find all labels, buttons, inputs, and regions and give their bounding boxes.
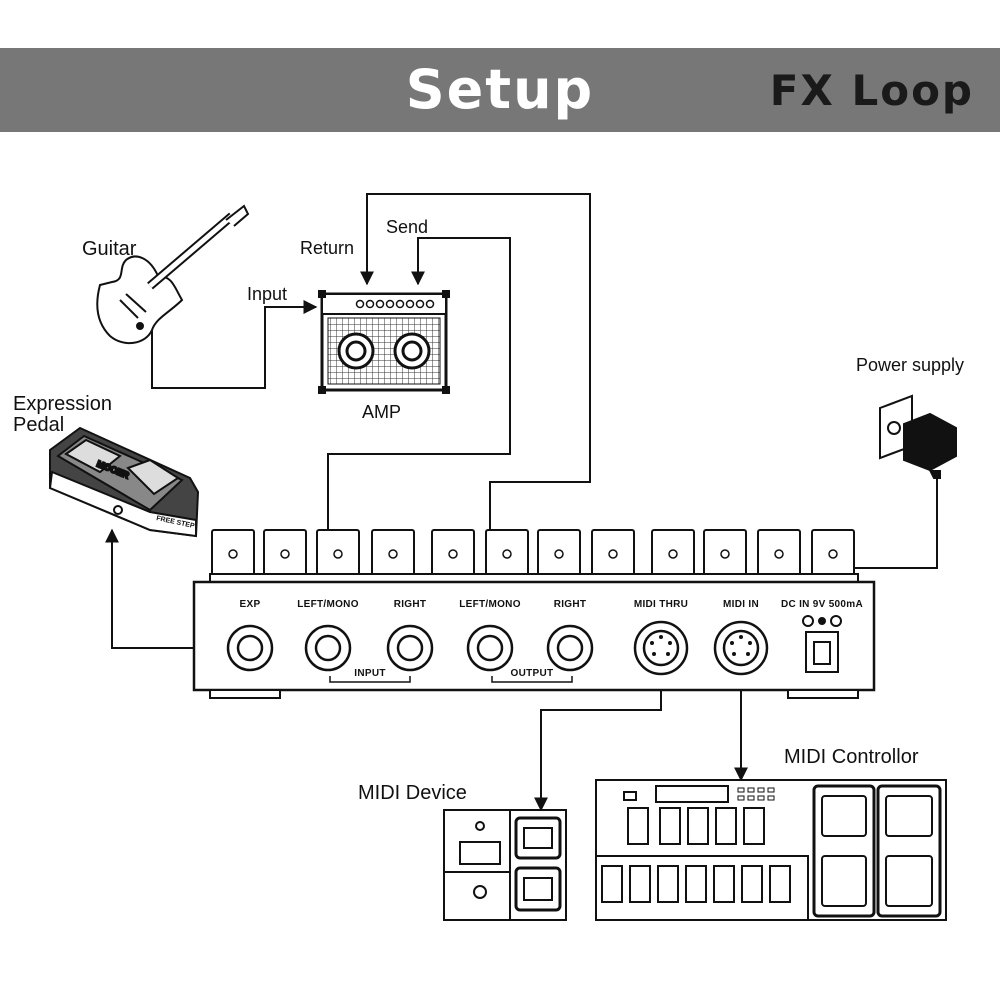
cables bbox=[105, 193, 938, 812]
return-connection-label: Return bbox=[300, 238, 354, 258]
amp-icon bbox=[318, 290, 450, 394]
midi-controller-label: MIDI Controllor bbox=[784, 746, 919, 768]
send-connection-label: Send bbox=[386, 217, 428, 237]
panel-input-left-label: LEFT/MONO bbox=[297, 599, 359, 610]
header-band: Setup FX Loop bbox=[0, 48, 1000, 132]
power-adapter-icon bbox=[879, 394, 957, 479]
panel-dc-in-label: DC IN 9V 500mA bbox=[781, 599, 863, 610]
amp-label: AMP bbox=[362, 402, 401, 422]
page-subtitle: FX Loop bbox=[769, 66, 974, 115]
cable-guitar-to-amp bbox=[151, 300, 318, 389]
midi-device-label: MIDI Device bbox=[358, 782, 467, 804]
panel-output-left-label: LEFT/MONO bbox=[459, 599, 521, 610]
panel-output-group-label: OUTPUT bbox=[511, 668, 554, 679]
expression-pedal-label-1: Expression bbox=[13, 393, 112, 415]
panel-midi-in-label: MIDI IN bbox=[723, 599, 759, 610]
panel-output-right-label: RIGHT bbox=[554, 599, 587, 610]
input-connection-label: Input bbox=[247, 284, 287, 304]
cable-output-to-return bbox=[360, 193, 591, 648]
cable-send-to-input bbox=[327, 237, 511, 648]
guitar-icon bbox=[96, 204, 250, 345]
panel-midi-thru-label: MIDI THRU bbox=[634, 599, 688, 610]
page-title: Setup bbox=[405, 58, 595, 121]
power-supply-label: Power supply bbox=[856, 355, 964, 375]
midi-device-icon bbox=[443, 809, 567, 921]
midi-controller-icon bbox=[595, 779, 947, 921]
expression-pedal-label-2: Pedal bbox=[13, 414, 64, 436]
guitar-label: Guitar bbox=[82, 238, 137, 260]
panel-input-group-label: INPUT bbox=[354, 668, 386, 679]
dc-in-jack bbox=[802, 615, 842, 673]
panel-exp-label: EXP bbox=[240, 599, 261, 610]
panel-input-right-label: RIGHT bbox=[394, 599, 427, 610]
pedal-unit: EXP LEFT/MONO RIGHT LEFT/MONO RIGHT MIDI… bbox=[192, 529, 876, 699]
expression-pedal-icon: MOOER FREE STEP bbox=[48, 426, 200, 538]
